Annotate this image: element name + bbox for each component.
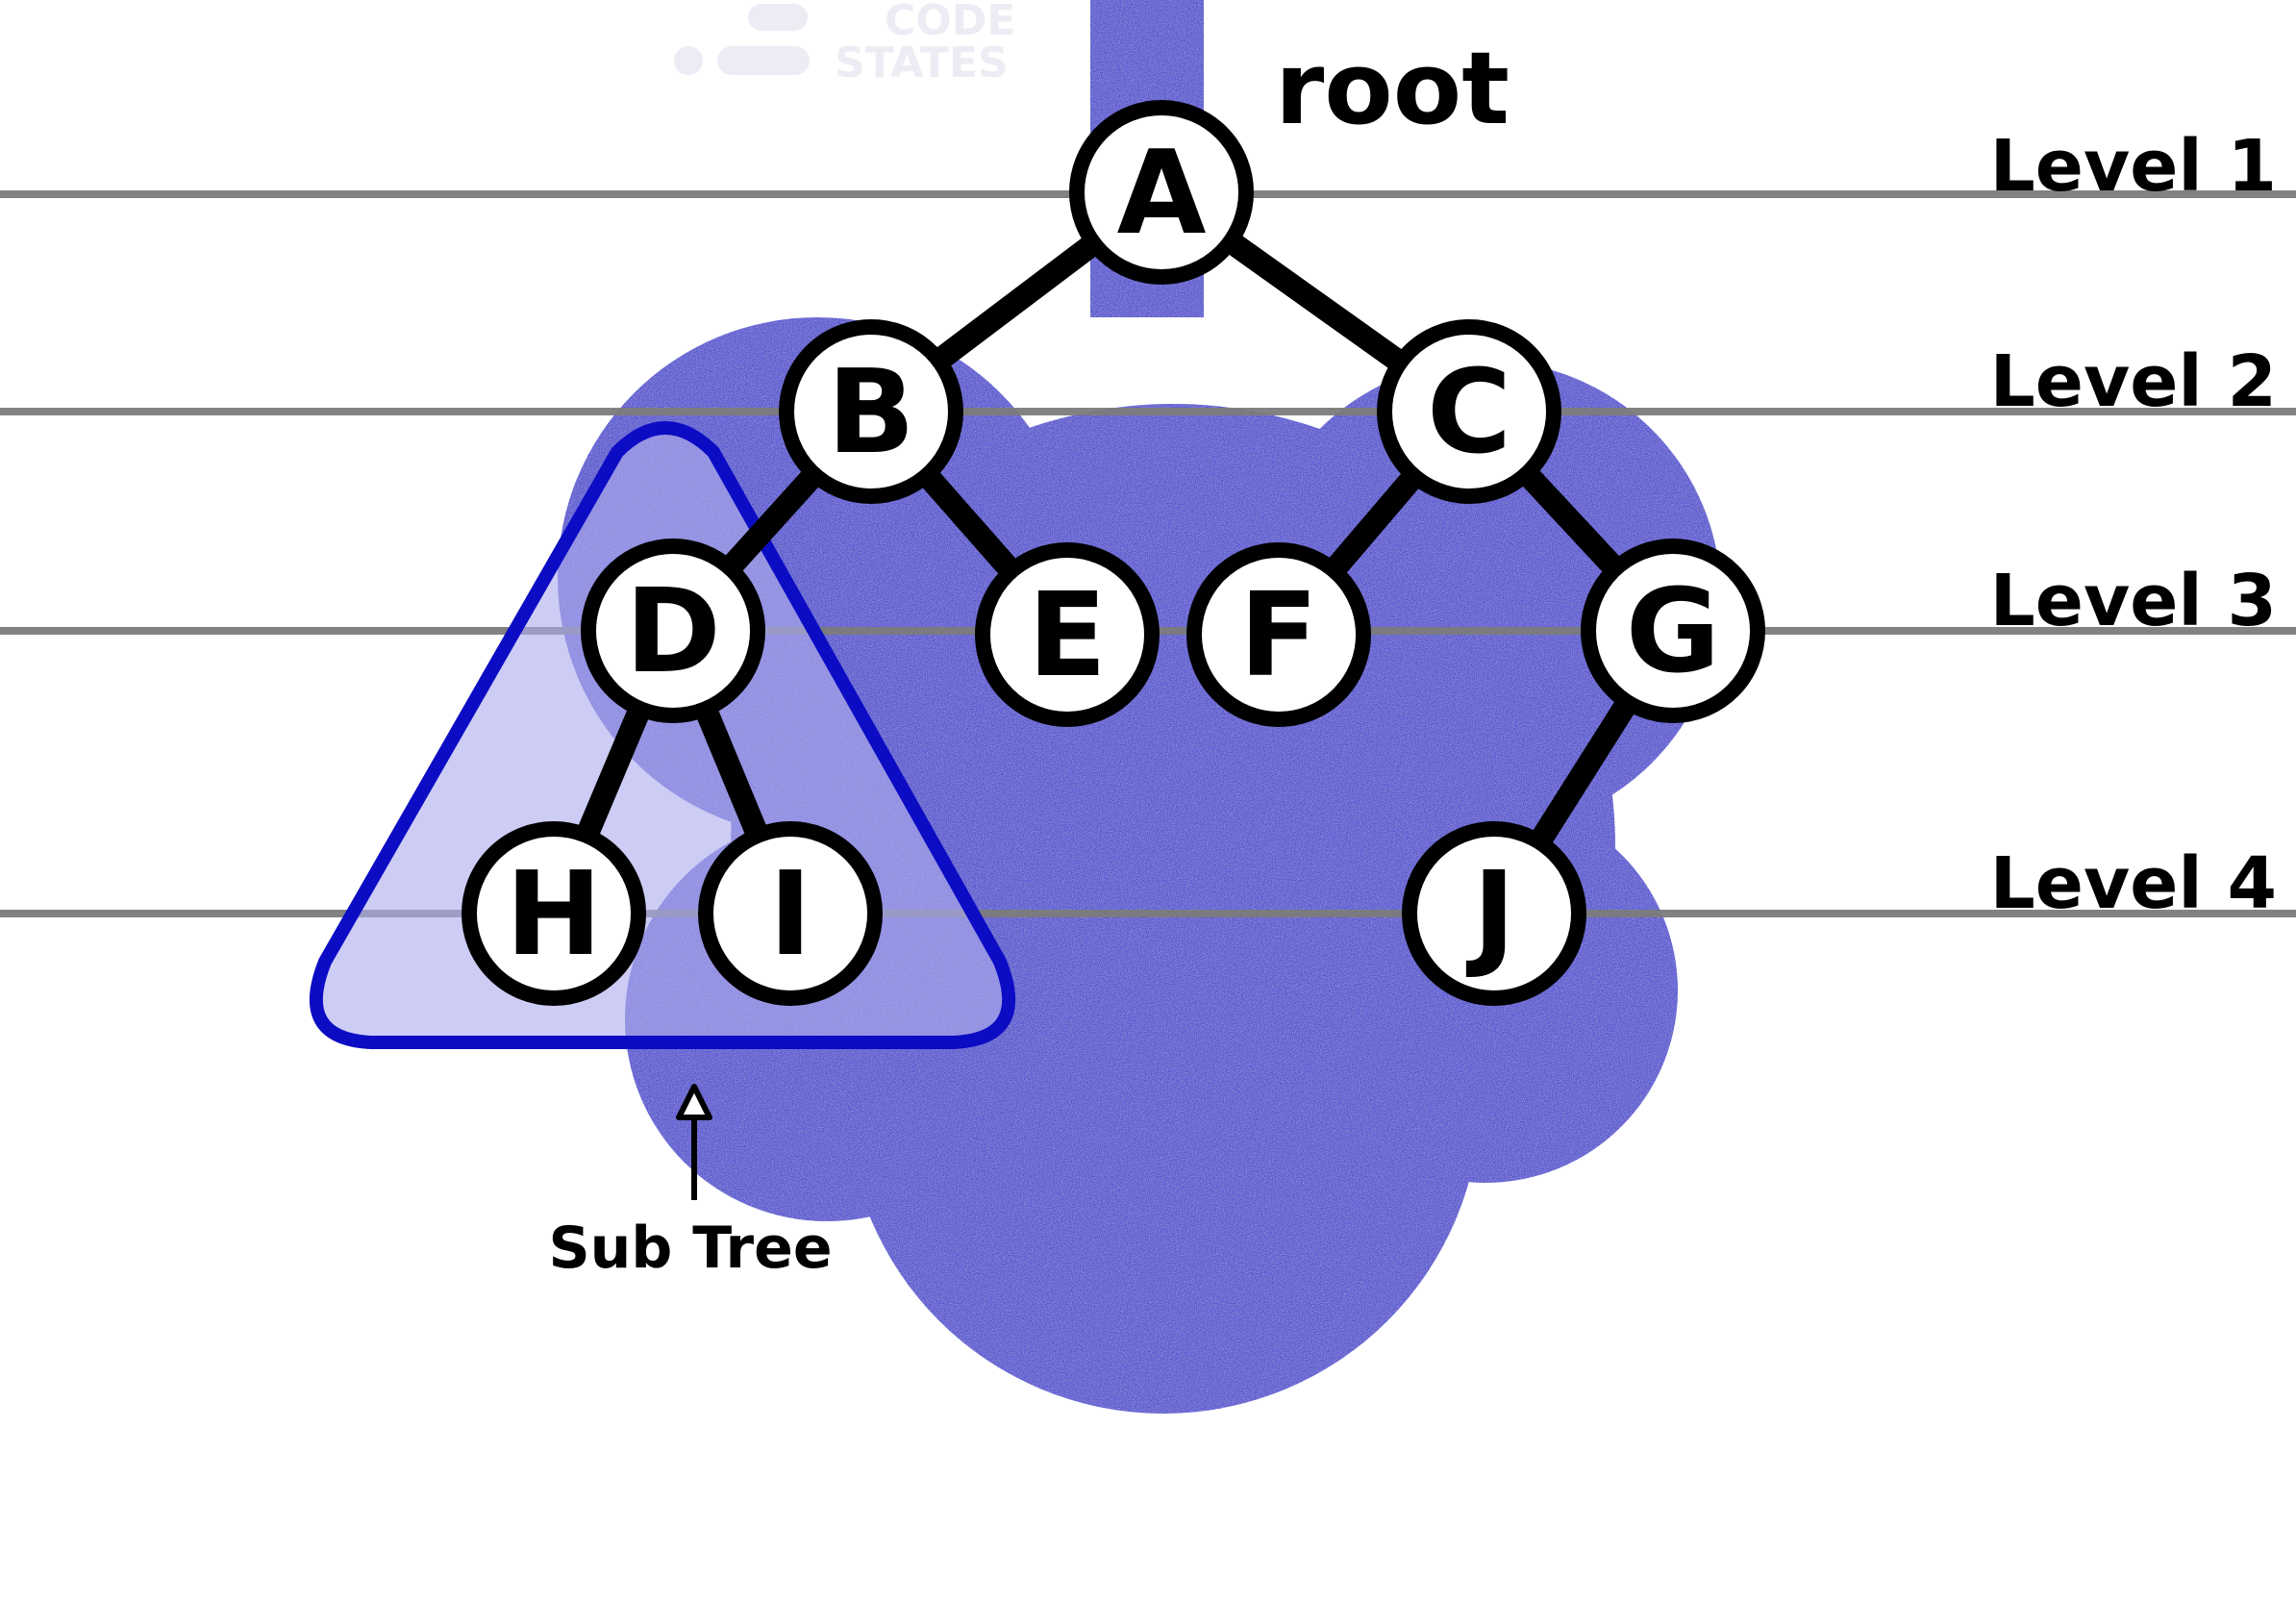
logo-text-states: STATES xyxy=(835,38,1009,88)
root-label: root xyxy=(1275,30,1510,147)
node-circle-f xyxy=(1186,542,1371,727)
node-b: B xyxy=(779,319,963,504)
node-circle-h xyxy=(462,821,646,1006)
code-states-logo: CODE STATES xyxy=(674,0,1015,88)
node-label-e: E xyxy=(1028,569,1107,703)
node-label-b: B xyxy=(827,346,914,480)
node-circle-i xyxy=(698,821,883,1006)
node-c: C xyxy=(1377,319,1561,504)
node-circle-d xyxy=(581,539,765,723)
subtree-pointer xyxy=(676,1084,712,1200)
node-label-f: F xyxy=(1239,569,1318,703)
node-circle-b xyxy=(779,319,963,504)
level-label-3: Level 3 xyxy=(1990,560,2277,642)
node-label-c: C xyxy=(1427,346,1511,480)
subtree-label: Sub Tree xyxy=(548,1215,832,1282)
level-label-2: Level 2 xyxy=(1990,340,2277,423)
node-circle-g xyxy=(1581,539,1765,723)
blob-lobe-right xyxy=(1250,361,1721,832)
logo-text-code: CODE xyxy=(885,0,1015,45)
node-label-i: I xyxy=(769,848,812,982)
logo-dot xyxy=(674,46,703,75)
node-g: G xyxy=(1581,539,1765,723)
node-label-a: A xyxy=(1117,127,1207,261)
node-d: D xyxy=(581,539,765,723)
node-j: J xyxy=(1402,821,1586,1006)
node-circle-j xyxy=(1402,821,1586,1006)
node-label-j: J xyxy=(1466,848,1516,982)
node-i: I xyxy=(698,821,883,1006)
logo-pill-top xyxy=(748,4,808,31)
node-label-h: H xyxy=(506,848,602,982)
node-circle-c xyxy=(1377,319,1561,504)
subtree-arrow-head xyxy=(676,1084,712,1120)
node-label-d: D xyxy=(625,565,721,699)
node-label-g: G xyxy=(1626,565,1721,699)
node-e: E xyxy=(975,542,1160,727)
level-label-4: Level 4 xyxy=(1990,842,2277,925)
node-h: H xyxy=(462,821,646,1006)
node-circle-e xyxy=(975,542,1160,727)
node-a: A xyxy=(1069,100,1254,285)
level-label-1: Level 1 xyxy=(1990,125,2277,208)
node-f: F xyxy=(1186,542,1371,727)
blob-lobe-bottom xyxy=(846,779,1481,1414)
logo-pill-bottom xyxy=(717,46,810,75)
node-circle-a xyxy=(1069,100,1254,285)
